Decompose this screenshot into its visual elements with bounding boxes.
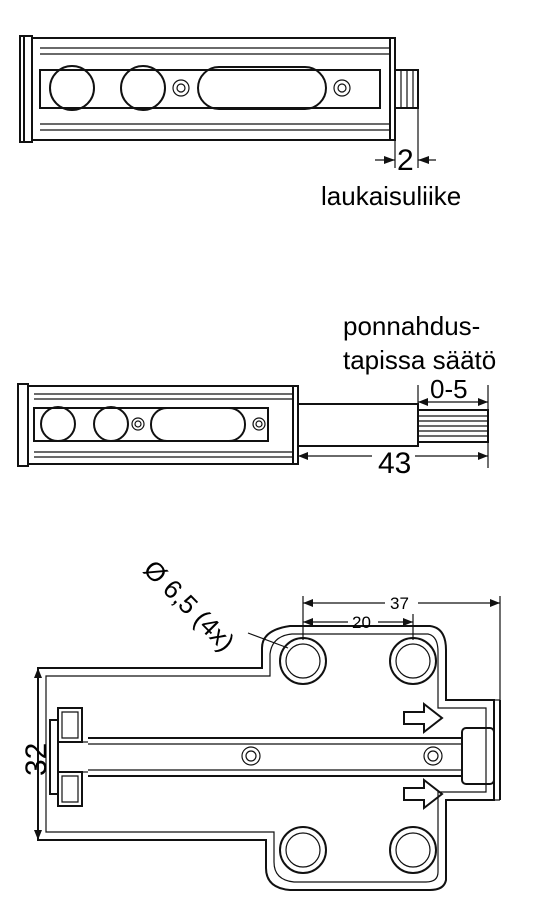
adjust-label-line2: tapissa säätö — [343, 345, 496, 375]
adjust-label-line1: ponnahdus- — [343, 311, 480, 341]
hole-diameter-label: Ø 6,5 (4x) — [138, 554, 241, 657]
arrow-right-icon — [403, 701, 444, 735]
extended-length-dimension: 43 — [378, 447, 411, 480]
spacing-outer-dimension: 37 — [390, 594, 409, 613]
small-hole — [252, 417, 266, 431]
large-hole — [40, 406, 76, 442]
small-hole — [333, 79, 351, 97]
small-hole — [172, 79, 190, 97]
trigger-gap-dimension: 2 — [397, 144, 414, 177]
mounting-hole — [279, 637, 327, 685]
arrow-right-icon — [403, 777, 444, 811]
retracted-latch-view — [19, 35, 436, 168]
extended-latch-view — [17, 383, 489, 468]
large-hole — [49, 65, 95, 111]
adjust-range-dimension: 0-5 — [430, 374, 468, 404]
trigger-label: laukaisuliike — [321, 181, 461, 211]
plate-height-dimension: 32 — [20, 743, 53, 776]
mounting-plate-view — [34, 596, 501, 891]
mounting-hole — [389, 826, 437, 874]
mounting-hole — [389, 637, 437, 685]
small-hole — [131, 417, 145, 431]
large-hole — [93, 406, 129, 442]
slot — [150, 407, 246, 442]
large-hole — [120, 65, 166, 111]
mounting-hole — [279, 826, 327, 874]
spacing-inner-dimension: 20 — [352, 613, 371, 632]
slot — [197, 66, 327, 110]
